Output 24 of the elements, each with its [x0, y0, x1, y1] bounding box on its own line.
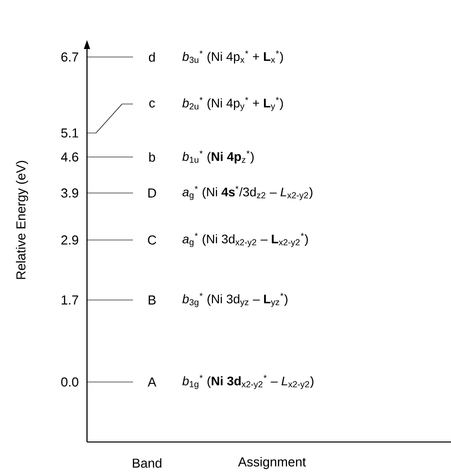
- assignment-text: a$_{g}$$^{*}$ (Ni 4s$^{*}$/3d$_{z2}$ – L$_{x2-y2}$): [182, 186, 312, 200]
- band-letter: A: [148, 378, 156, 386]
- assignment-text: b$_{3u}$$^{*}$ (Ni 4p$_{x}$$^{*}$ + L$_{x}$$^{*}$): [182, 50, 283, 64]
- tick-value: 5.1: [61, 128, 78, 138]
- column-header: Assignment: [238, 456, 306, 470]
- axis-title: Relative Energy (eV): [16, 160, 28, 279]
- band-letter: C: [148, 235, 156, 245]
- assignment-text: a$_{g}$$^{*}$ (Ni 3d$_{x2-y2}$ – L$_{x2-y2}$$^{*}$): [182, 232, 308, 248]
- assignment-text: b$_{1g}$$^{*}$ (Ni 3d$_{x2-y2}$$^{*}$ – L$_{x2-y2}$): [182, 374, 314, 390]
- tick-value: 2.9: [61, 235, 78, 245]
- assignment-text: b$_{3g}$$^{*}$ (Ni 3d$_{yz}$ – L$_{yz}$$^{*}$): [182, 292, 288, 308]
- tick-value: 4.6: [61, 152, 78, 162]
- band-letter: D: [148, 188, 156, 198]
- tick-value: 3.9: [61, 188, 78, 198]
- tick-value: 0.0: [61, 377, 78, 387]
- column-header: Band: [132, 458, 162, 468]
- tick-value: 6.7: [61, 52, 78, 62]
- band-letter: d: [148, 52, 155, 62]
- tick-value: 1.7: [62, 296, 78, 304]
- band-letter: c: [149, 100, 155, 108]
- band-letter: b: [149, 152, 156, 162]
- assignment-text: b$_{1u}$$^{*}$ (Ni 4p$_{z}$$^{*}$): [182, 150, 254, 164]
- band-letter: B: [148, 296, 156, 304]
- assignment-text: b$_{2u}$$^{*}$ (Ni 4p$_{y}$$^{*}$ + L$_{y}$$^{*}$): [182, 97, 283, 111]
